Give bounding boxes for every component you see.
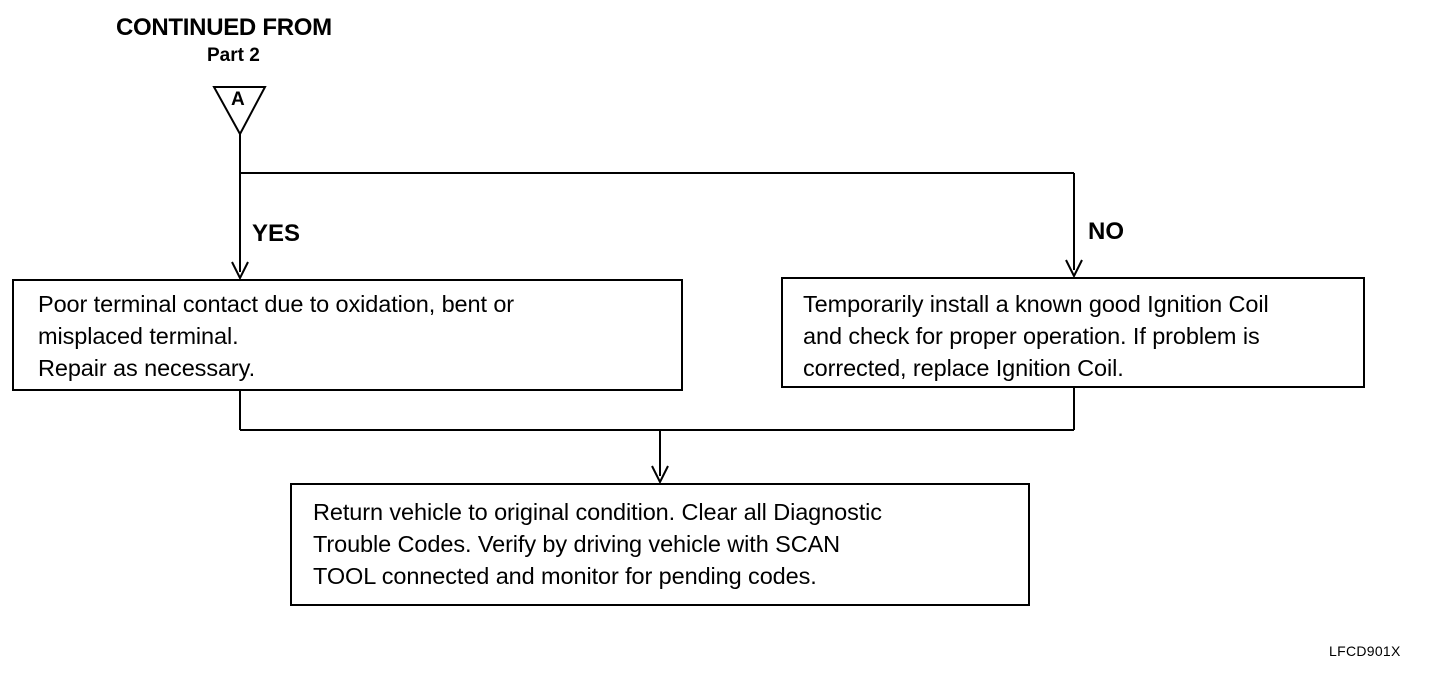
final-arrowhead bbox=[651, 465, 669, 485]
yes-arrowhead bbox=[231, 261, 249, 281]
box-text-line: Repair as necessary. bbox=[38, 355, 255, 381]
figure-id: LFCD901X bbox=[1329, 643, 1401, 659]
box-text-line: and check for proper operation. If probl… bbox=[803, 323, 1260, 349]
continued-from-title: CONTINUED FROM bbox=[116, 14, 332, 41]
yes-branch-label: YES bbox=[252, 220, 301, 247]
box-text-line: Trouble Codes. Verify by driving vehicle… bbox=[313, 531, 841, 557]
box-text-line: misplaced terminal. bbox=[38, 323, 239, 349]
offpage-connector-label: A bbox=[231, 89, 245, 110]
continued-from-part: Part 2 bbox=[207, 45, 260, 66]
no-result-box: Temporarily install a known good Ignitio… bbox=[781, 277, 1365, 388]
box-text-line: Poor terminal contact due to oxidation, … bbox=[38, 291, 515, 317]
final-step-box: Return vehicle to original condition. Cl… bbox=[290, 483, 1030, 606]
box-text-line: Return vehicle to original condition. Cl… bbox=[313, 499, 882, 525]
box-text-line: Temporarily install a known good Ignitio… bbox=[803, 291, 1269, 317]
box-text-line: TOOL connected and monitor for pending c… bbox=[313, 563, 817, 589]
offpage-connector-triangle bbox=[212, 86, 267, 137]
no-arrowhead bbox=[1065, 259, 1083, 279]
box-text-line: corrected, replace Ignition Coil. bbox=[803, 355, 1124, 381]
no-branch-label: NO bbox=[1088, 218, 1124, 245]
yes-result-box: Poor terminal contact due to oxidation, … bbox=[12, 279, 683, 391]
